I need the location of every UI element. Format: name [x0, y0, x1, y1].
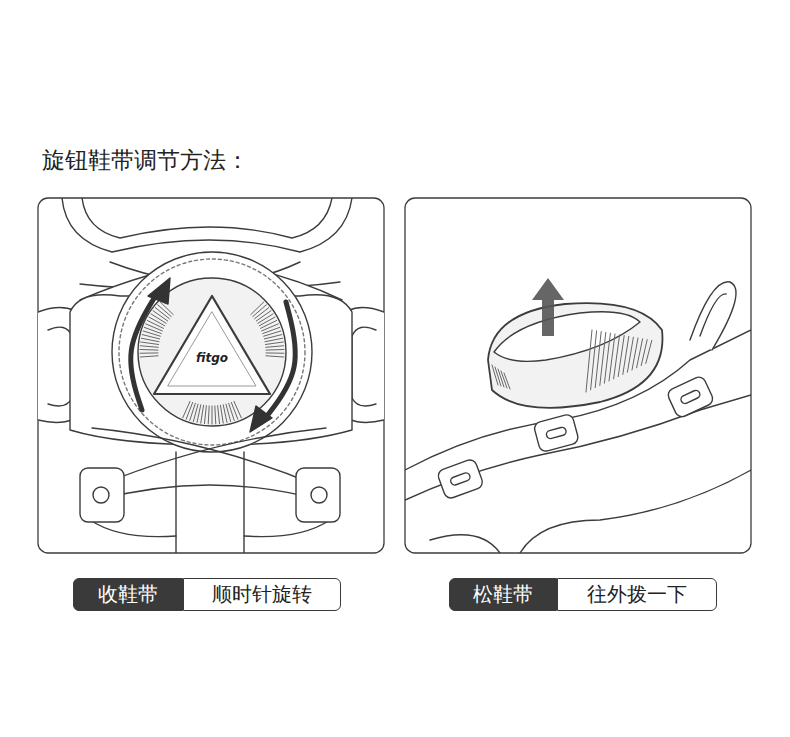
grip-ridge: [141, 338, 159, 341]
eyelet-slot: [546, 427, 567, 440]
knob-ring: [112, 252, 312, 452]
grip-ridge: [231, 402, 237, 419]
grip-ridge: [259, 317, 275, 326]
knob-body: [488, 303, 662, 408]
eyelet-slot: [450, 472, 472, 486]
lace: [98, 428, 326, 486]
grip-ridge: [208, 406, 210, 424]
knob-dial: [138, 278, 286, 426]
shoe-edge: [520, 470, 751, 553]
grip-ridge: [140, 349, 158, 351]
arrow-head: [250, 406, 272, 432]
grip-ridge: [261, 320, 277, 328]
panel-frame: [38, 198, 384, 553]
eyelet-tab-shape: [666, 375, 715, 419]
arrow-head: [148, 278, 170, 304]
grip-ridge: [218, 406, 220, 424]
lace: [92, 428, 318, 486]
grip-ridge: [190, 403, 196, 420]
grip-ridge: [223, 405, 227, 423]
instruction-tag: 顺时针旋转: [183, 578, 341, 611]
eyelet-tab-shape: [436, 458, 484, 500]
right-illustration: [405, 278, 751, 553]
eyelet-tab: [533, 413, 579, 452]
grip-ridge: [262, 324, 279, 331]
grip-ridge: [214, 406, 216, 424]
grip-ridge: [186, 402, 192, 419]
shoe-edge: [90, 520, 330, 537]
eyelet: [93, 487, 109, 503]
grip-ridge: [265, 342, 283, 345]
eyelet-slot: [680, 389, 702, 405]
pull-loop-inner: [700, 294, 726, 336]
left-illustration: [38, 198, 384, 553]
grip-ridge: [183, 401, 190, 417]
grip-ridge: [140, 352, 158, 353]
grip-ridge: [212, 406, 213, 424]
grip-ridge: [504, 373, 510, 389]
eyelet-tab-shape: [533, 413, 579, 452]
grip-ridge: [266, 346, 284, 348]
eyelet-tab: [80, 468, 124, 522]
title: 旋钮鞋带调节方法：: [42, 145, 249, 176]
grip-ridge: [204, 406, 206, 424]
action-tag: 松鞋带: [449, 578, 557, 611]
eyelet: [311, 487, 327, 503]
grip-ridge: [201, 405, 204, 423]
shoe-upper: [405, 395, 751, 500]
eyelet-tab: [666, 375, 715, 419]
tongue: [176, 452, 244, 553]
grip-ridge: [140, 356, 158, 357]
side-tab-inner: [48, 327, 72, 406]
lace: [98, 485, 320, 500]
grip-ridge: [146, 324, 163, 331]
grip-ridge: [220, 405, 223, 423]
instruction-tag: 往外拨一下: [557, 578, 717, 611]
rotation-arrow: [131, 292, 158, 410]
grip-ridge: [147, 320, 163, 328]
eyelet-tab: [296, 468, 340, 522]
tag-text: 松鞋带: [473, 581, 533, 608]
grip-ridge: [144, 327, 161, 333]
stitch-ring: [119, 259, 305, 445]
grip-ridge: [141, 342, 159, 345]
grip-ridge: [646, 340, 652, 363]
knob-triangle: [154, 296, 270, 394]
grip-ridge: [266, 349, 284, 351]
pull-arrow: [532, 278, 564, 336]
knob-triangle-inner: [168, 312, 256, 386]
grip-ridge: [265, 338, 283, 341]
pull-loop: [690, 282, 736, 350]
shoe-edge: [430, 535, 500, 553]
grip-ridge: [140, 346, 158, 348]
grip-ridge: [266, 356, 284, 357]
brand-logo: fitgo: [196, 351, 228, 365]
shoe-collar: [62, 198, 352, 252]
grip-ridge: [234, 401, 241, 417]
grip-ridge: [266, 352, 284, 353]
rotation-arrow: [262, 302, 295, 422]
panel-frame: [405, 198, 751, 553]
tag-text: 往外拨一下: [587, 581, 687, 608]
tag-text: 收鞋带: [98, 581, 158, 608]
knob-top: [494, 312, 640, 362]
side-tab-inner: [352, 327, 376, 406]
action-tag: 收鞋带: [73, 578, 183, 611]
grip-ridge: [264, 335, 281, 339]
tag-text: 顺时针旋转: [212, 581, 312, 608]
shoe-collar-inner: [82, 198, 332, 238]
eyelet-tab: [436, 458, 484, 500]
